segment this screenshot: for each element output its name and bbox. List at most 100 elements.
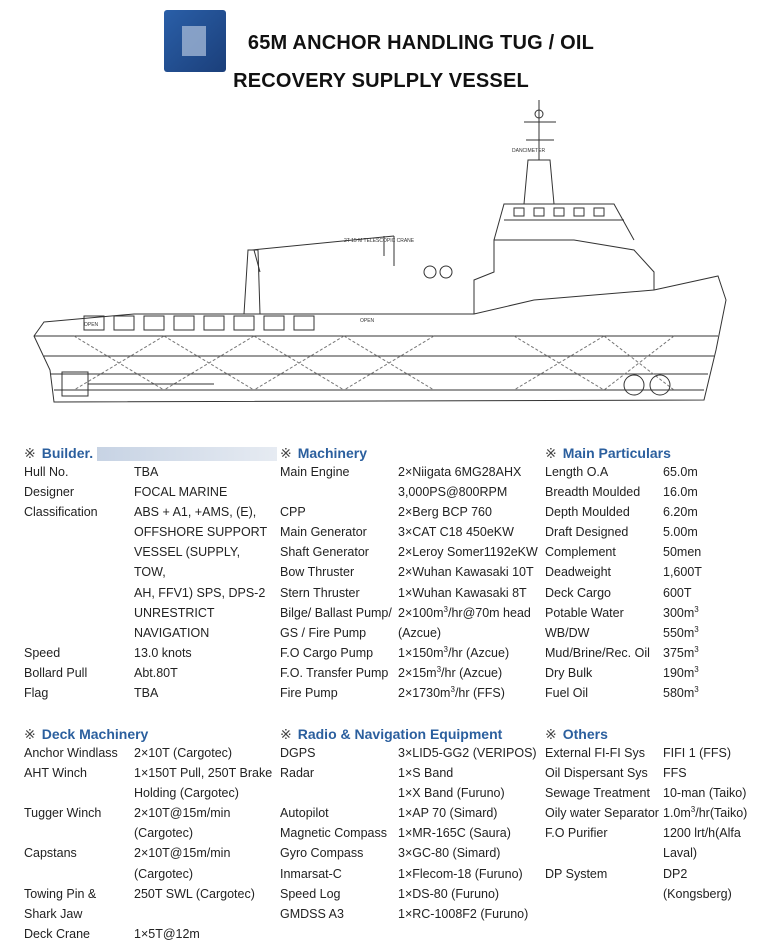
spec-value: 1×DS-80 (Furuno)	[398, 886, 500, 901]
spec-label: Capstans	[24, 846, 77, 861]
spec-row: Draft Designed 5.00m	[545, 522, 757, 542]
spec-value: 1×MR-165C (Saura)	[398, 826, 511, 841]
spec-value: 1,600T	[663, 565, 702, 580]
spec-row: Oily water Separator 1.0m3/hr(Taiko)	[545, 803, 757, 823]
spec-value: FIFI 1 (FFS)	[663, 746, 732, 760]
spec-row: Bow Thruster 2×Wuhan Kawasaki 10T	[280, 562, 540, 582]
spec-label: Deck Crane	[24, 926, 90, 941]
spec-row: DGPS 3×LID5-GG2 (VERIPOS)	[280, 743, 540, 763]
spec-row: Main Engine 2×Niigata 6MG28AHX 3,000PS@80…	[280, 462, 540, 502]
deck-machinery-header: ※Deck Machinery	[24, 726, 149, 742]
spec-value: 3×GC-80 (Simard)	[398, 846, 501, 861]
spec-row: GMDSS A3 1×RC-1008F2 (Furuno)	[280, 904, 540, 924]
spec-label: Designer	[24, 485, 75, 500]
spec-row: Classification ABS + A1, +AMS, (E), OFFSH…	[24, 502, 274, 643]
spec-row: Autopilot 1×AP 70 (Simard)	[280, 803, 540, 823]
spec-label: F.O. Transfer Pump	[280, 665, 389, 680]
spec-label: Main Engine	[280, 465, 350, 479]
spec-value: 50men	[663, 545, 702, 560]
page-title-line2: RECOVERY SUPLPLY VESSEL	[233, 70, 529, 92]
company-logo	[164, 10, 226, 72]
spec-label: Fuel Oil	[545, 686, 589, 701]
spec-label: Oil Dispersant Sys	[545, 766, 648, 781]
spec-label: GMDSS A3	[280, 906, 344, 921]
spec-value: 1×RC-1008F2 (Furuno)	[398, 906, 529, 921]
spec-row: Speed Log 1×DS-80 (Furuno)	[280, 884, 540, 904]
spec-value: 1×150T Pull, 250T Brake Holding (Cargote…	[134, 766, 273, 801]
spec-value: DP2 (Kongsberg)	[663, 866, 732, 901]
spec-value: 2×Berg BCP 760	[398, 505, 492, 520]
spec-value: 2×15m3/hr (Azcue)	[398, 664, 503, 680]
spec-label: Anchor Windlass	[24, 746, 118, 760]
spec-value: 3×CAT C18 450eKW	[398, 525, 514, 540]
spec-value: ABS + A1, +AMS, (E), OFFSHORE SUPPORT VE…	[134, 505, 268, 640]
spec-label: WB/DW	[545, 625, 590, 640]
machinery-header: ※Machinery	[280, 445, 367, 461]
spec-value: 3×LID5-GG2 (VERIPOS)	[398, 746, 537, 760]
spec-value: 2×1730m3/hr (FFS)	[398, 684, 505, 701]
others-header: ※Others	[545, 726, 608, 742]
spec-label: Magnetic Compass	[280, 826, 387, 841]
spec-label: Oily water Separator	[545, 806, 659, 821]
spec-value: 1×Wuhan Kawasaki 8T	[398, 585, 527, 600]
spec-label: Draft Designed	[545, 525, 629, 540]
spec-value: 250T SWL (Cargotec)	[134, 886, 255, 901]
spec-label: DGPS	[280, 746, 316, 760]
spec-value: 10-man (Taiko)	[663, 786, 747, 801]
spec-label: Mud/Brine/Rec. Oil	[545, 645, 650, 660]
radio-navigation-header: ※Radio & Navigation Equipment	[280, 726, 503, 742]
spec-value: 1×5T@12m	[134, 926, 200, 941]
spec-label: Bow Thruster	[280, 565, 355, 580]
spec-label: Potable Water	[545, 605, 624, 620]
spec-label: Towing Pin & Shark Jaw	[24, 886, 97, 921]
spec-value: 2×100m3/hr@70m head (Azcue)	[398, 604, 531, 640]
spec-label: Speed	[24, 645, 61, 660]
spec-value: 1×Flecom-18 (Furuno)	[398, 866, 523, 881]
spec-label: Deck Cargo	[545, 585, 611, 600]
spec-label: Length O.A	[545, 465, 609, 479]
spec-label: Stern Thruster	[280, 585, 360, 600]
spec-value: 1.0m3/hr(Taiko)	[663, 805, 748, 821]
spec-value: TBA	[134, 686, 159, 701]
spec-value: Abt.80T	[134, 665, 178, 680]
spec-label: Hull No.	[24, 465, 69, 479]
spec-value: 2×Wuhan Kawasaki 10T	[398, 565, 534, 580]
spec-value: 375m3	[663, 644, 699, 660]
spec-label: Speed Log	[280, 886, 341, 901]
spec-label: Autopilot	[280, 806, 329, 821]
spec-row: Magnetic Compass 1×MR-165C (Saura)	[280, 823, 540, 843]
spec-label: Shaft Generator	[280, 545, 369, 560]
spec-value: 6.20m	[663, 505, 698, 520]
spec-row: F.O. Transfer Pump 2×15m3/hr (Azcue)	[280, 663, 540, 683]
spec-value: 2×Niigata 6MG28AHX 3,000PS@800RPM	[398, 465, 522, 500]
spec-value: 1×AP 70 (Simard)	[398, 806, 498, 821]
crane-label: 2T 15 M TELESCOPIC CRANE	[344, 238, 415, 244]
builder-header: ※Builder.	[24, 445, 278, 462]
spec-value: 5.00m	[663, 525, 698, 540]
spec-label: Classification	[24, 505, 98, 520]
spec-row: Mud/Brine/Rec. Oil 375m3	[545, 643, 757, 663]
